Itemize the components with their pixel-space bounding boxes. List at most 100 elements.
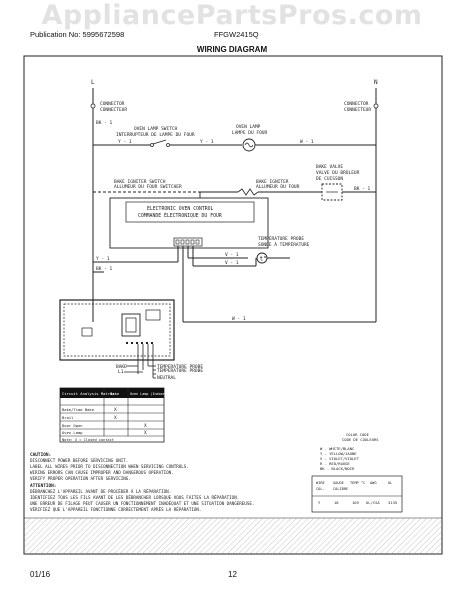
svg-text:V - VIOLET/VIOLET: V - VIOLET/VIOLET: [320, 456, 360, 461]
svg-text:BAKE VALVE: BAKE VALVE: [316, 164, 343, 170]
svg-text:UL/CSA: UL/CSA: [366, 500, 380, 505]
svg-text:SONDE À TEMPÉRATURE: SONDE À TEMPÉRATURE: [258, 240, 310, 248]
svg-text:CONNECTOR: CONNECTOR: [100, 101, 125, 107]
svg-text:COL.: COL.: [316, 487, 325, 491]
svg-text:Door Open: Door Open: [62, 423, 83, 428]
v1-label: V - 1: [225, 252, 239, 258]
svg-text:ATTENTION:: ATTENTION:: [30, 483, 56, 489]
svg-text:CONNECTEUR: CONNECTEUR: [100, 107, 127, 113]
svg-text:18: 18: [334, 500, 339, 505]
svg-text:105: 105: [352, 500, 359, 505]
svg-text:Oven Lamp (Indoor switch): Oven Lamp (Indoor switch): [130, 392, 181, 396]
svg-text:CONNECTOR: CONNECTOR: [344, 101, 369, 107]
svg-text:IDENTIFIEZ TOUS LES FILS AVANT: IDENTIFIEZ TOUS LES FILS AVANT DE LES DÉ…: [30, 495, 239, 500]
svg-text:DÉBRANCHEZ L'APPAREIL AVANT DE: DÉBRANCHEZ L'APPAREIL AVANT DE PROCÉDER …: [30, 489, 171, 494]
svg-text:COLOR CODE: COLOR CODE: [346, 432, 370, 437]
model-number: FFGW2415Q: [214, 30, 259, 39]
svg-text:LABEL ALL WIRES PRIOR TO DISCO: LABEL ALL WIRES PRIOR TO DISCONNECTION W…: [30, 464, 189, 469]
svg-text:X: X: [114, 407, 117, 413]
l1-label: L1: [118, 369, 124, 375]
svg-text:ELECTRONIC OVEN CONTROL: ELECTRONIC OVEN CONTROL: [147, 206, 214, 212]
oven-lamp-switch: OVEN LAMP SWITCH INTERRUPTEUR DE LAMPE D…: [116, 126, 195, 147]
svg-text:CONNECTEUR: CONNECTEUR: [344, 107, 371, 113]
svg-text:t°: t°: [260, 256, 267, 263]
svg-text:ALLUMEUR DU FOUR SWITCHER: ALLUMEUR DU FOUR SWITCHER: [114, 184, 182, 190]
svg-text:UNE ERREUR DE FILAGE PEUT CAUS: UNE ERREUR DE FILAGE PEUT CAUSER UN FONC…: [30, 501, 254, 506]
svg-text:CAUTION:: CAUTION:: [30, 452, 51, 458]
svg-text:OVEN LAMP SWITCH: OVEN LAMP SWITCH: [134, 126, 178, 132]
svg-text:WIRE: WIRE: [316, 481, 325, 485]
probe-label-2: TEMPERATURE PROBE: [157, 368, 203, 374]
control-board-illustration: [59, 299, 175, 361]
svg-text:Y: Y: [318, 500, 321, 505]
svg-text:3135: 3135: [388, 500, 397, 505]
svg-text:Broil: Broil: [62, 415, 73, 420]
page-title: WIRING DIAGRAM: [196, 45, 268, 54]
bk1-label: BK - 1: [96, 120, 113, 126]
svg-text:X: X: [114, 415, 117, 421]
svg-text:VERIFY PROPER OPERATION AFTER: VERIFY PROPER OPERATION AFTER SERVICING.: [30, 476, 131, 481]
svg-text:GAUGE: GAUGE: [333, 481, 344, 485]
footer-date: 01/16: [30, 570, 51, 579]
y1-left-label: Y - 1: [118, 139, 132, 145]
svg-text:X: X: [144, 423, 147, 429]
w1-bottom-label: W - 1: [232, 316, 246, 322]
w1-top-label: W - 1: [300, 139, 314, 145]
svg-text:VÉRIFIEZ QUE L'APPAREIL FONCTI: VÉRIFIEZ QUE L'APPAREIL FONCTIONNE CORRE…: [30, 507, 201, 512]
svg-text:WIRING ERRORS CAN CAUSE IMPROP: WIRING ERRORS CAN CAUSE IMPROPER AND DAN…: [30, 470, 174, 475]
svg-text:CODE DE COULEURS: CODE DE COULEURS: [342, 437, 379, 442]
svg-text:ALLUMEUR DU FOUR: ALLUMEUR DU FOUR: [256, 184, 300, 190]
probe-label-1: TEMPERATURE PROBE: [157, 364, 203, 370]
svg-text:INTERRUPTEUR DE LAMPE DU FOUR: INTERRUPTEUR DE LAMPE DU FOUR: [116, 132, 195, 138]
publication-number: Publication No: 5995672598: [30, 30, 125, 39]
footer-page-number: 12: [228, 570, 237, 579]
svg-text:X: X: [144, 430, 147, 436]
connector-right: CONNECTOR CONNECTEUR: [344, 101, 379, 113]
svg-text:R - RED/ROUGE: R - RED/ROUGE: [320, 461, 350, 466]
temperature-probe: TEMPERATURE PROBE SONDE À TEMPÉRATURE t°: [256, 236, 310, 264]
connector-left: CONNECTOR CONNECTEUR: [90, 101, 127, 113]
svg-text:Oven Lamp: Oven Lamp: [62, 430, 83, 435]
svg-text:Circuit Analysis Matrix: Circuit Analysis Matrix: [62, 391, 115, 396]
neutral-label: NEUTRAL: [157, 375, 176, 381]
svg-text:LAMPE DU FOUR: LAMPE DU FOUR: [232, 130, 268, 136]
bk-valve-label: BK - 1: [354, 186, 371, 192]
svg-text:Bake/Time Bake: Bake/Time Bake: [62, 407, 95, 412]
svg-text:TEMP °C: TEMP °C: [350, 481, 365, 485]
circuit-analysis-table: Circuit Analysis Matrix Bake Oven Lamp (…: [59, 387, 181, 443]
svg-text:Note: X = Closed contact: Note: X = Closed contact: [62, 438, 114, 442]
svg-text:BK - BLACK/NOIR: BK - BLACK/NOIR: [320, 466, 355, 471]
caution-notice: CAUTION: DISCONNECT POWER BEFORE SERVICI…: [30, 452, 254, 512]
y1-lower-label: Y - 1: [96, 256, 110, 262]
svg-text:AWG: AWG: [370, 481, 377, 485]
hatch-strip: [24, 517, 442, 554]
y1-mid-label: Y - 1: [200, 139, 214, 145]
electronic-oven-control: ELECTRONIC OVEN CONTROL COMMANDE ÉLECTRO…: [109, 197, 269, 249]
svg-text:Bake: Bake: [110, 391, 120, 396]
watermark: AppliancePartsPros.com: [41, 0, 423, 31]
svg-text:CALIBRE: CALIBRE: [333, 487, 348, 491]
svg-text:COMMANDE ÉLECTRONIQUE DU FOUR: COMMANDE ÉLECTRONIQUE DU FOUR: [138, 211, 222, 219]
svg-text:TEMPERATURE PROBE: TEMPERATURE PROBE: [258, 236, 304, 242]
svg-text:OVEN LAMP: OVEN LAMP: [236, 124, 261, 130]
v1-label-2: V - 1: [225, 260, 239, 266]
svg-text:DE CUISSON: DE CUISSON: [316, 176, 343, 182]
svg-text:BAKE IGNITER SWITCH: BAKE IGNITER SWITCH: [114, 179, 166, 185]
bake-igniter-switch: BAKE IGNITER SWITCH ALLUMEUR DU FOUR SWI…: [114, 179, 182, 190]
wire-gauge-table: WIRE GAUGE TEMP °C AWG UL COL. CALIBRE Y…: [311, 475, 403, 513]
bake-igniter: BAKE IGNITER ALLUMEUR DU FOUR: [237, 179, 300, 196]
bake-label: BAKE: [116, 364, 127, 370]
svg-text:BAKE IGNITER: BAKE IGNITER: [256, 179, 289, 185]
svg-text:W - WHITE/BLANC: W - WHITE/BLANC: [320, 446, 354, 451]
bk1-lower-label: BK - 1: [96, 266, 113, 272]
svg-text:Y - YELLOW/JAUNE: Y - YELLOW/JAUNE: [320, 451, 357, 456]
svg-text:DISCONNECT POWER BEFORE SERVIC: DISCONNECT POWER BEFORE SERVICING UNIT.: [30, 458, 128, 463]
oven-lamp: OVEN LAMP LAMPE DU FOUR: [232, 124, 268, 152]
svg-text:UL: UL: [388, 481, 392, 485]
svg-text:VALVE DU BRÛLEUR: VALVE DU BRÛLEUR: [316, 169, 360, 176]
color-code-legend: COLOR CODE CODE DE COULEURS W - WHITE/BL…: [320, 432, 379, 471]
l-label: L: [91, 79, 95, 86]
n-label: N: [374, 79, 378, 86]
bake-valve: BAKE VALVE VALVE DU BRÛLEUR DE CUISSON: [316, 164, 360, 201]
